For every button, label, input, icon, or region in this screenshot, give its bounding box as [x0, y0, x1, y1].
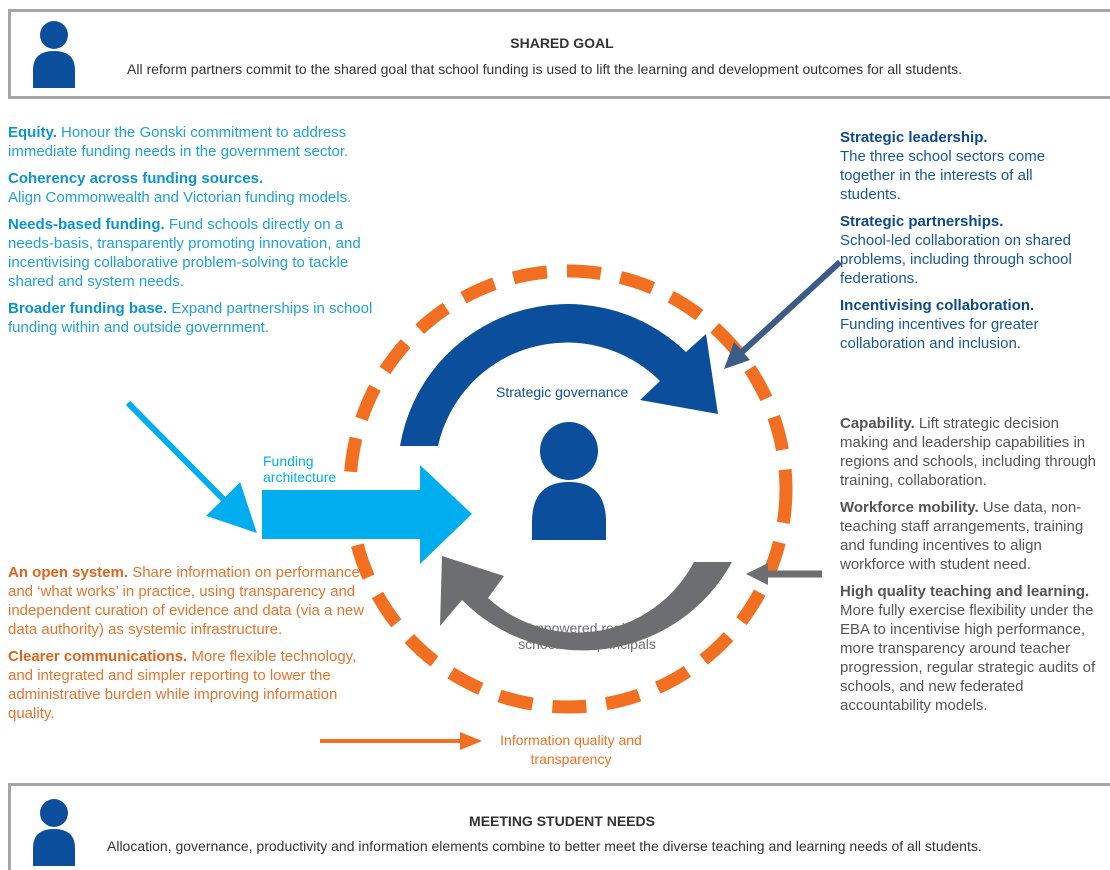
funding-item: Needs-based funding. Fund schools direct… — [8, 216, 361, 290]
shared-goal-box: SHARED GOAL All reform partners commit t… — [8, 9, 1110, 99]
governance-arc-arrow — [400, 304, 718, 446]
information-pointer-head — [460, 732, 482, 750]
funding-item: Coherency across funding sources.Align C… — [8, 170, 352, 206]
funding-text-block: Equity. Honour the Gonski commitment to … — [8, 123, 390, 345]
information-text-block: An open system. Share information on per… — [8, 563, 380, 731]
funding-pointer-arrow — [125, 400, 257, 534]
meeting-needs-text: Allocation, governance, productivity and… — [107, 838, 982, 854]
governance-item: Strategic partnerships.School-led collab… — [840, 213, 1072, 287]
workforce-item: High quality teaching and learning.More … — [840, 583, 1096, 714]
funding-block-arrow — [262, 465, 472, 564]
governance-text-block: Strategic leadership.The three school se… — [840, 128, 1085, 361]
governance-item: Strategic leadership.The three school se… — [840, 129, 1046, 203]
funding-item: Equity. Honour the Gonski commitment to … — [8, 124, 349, 160]
governance-item: Incentivising collaboration.Funding ince… — [840, 297, 1039, 352]
strategic-governance-label: Strategic governance — [496, 384, 629, 400]
information-item: Clearer communications. More flexible te… — [8, 648, 357, 722]
information-dashed-circle — [343, 264, 793, 714]
shared-goal-title: SHARED GOAL — [510, 35, 614, 51]
funding-architecture-label: Funding architecture — [263, 453, 337, 485]
information-item: An open system. Share information on per… — [8, 564, 365, 638]
information-quality-label: Information quality and transparency — [500, 732, 642, 767]
governance-pointer-head — [724, 342, 750, 369]
meeting-needs-title: MEETING STUDENT NEEDS — [469, 813, 655, 829]
empowered-arc-arrow — [440, 556, 732, 651]
workforce-item: Workforce mobility. Use data, non-teachi… — [840, 499, 1084, 573]
workforce-text-block: Capability. Lift strategic decision maki… — [840, 414, 1108, 723]
workforce-item: Capability. Lift strategic decision maki… — [840, 415, 1097, 489]
person-icon — [33, 21, 75, 88]
workforce-pointer-head — [746, 563, 768, 585]
person-icon — [33, 799, 75, 866]
funding-item: Broader funding base. Expand partnership… — [8, 300, 373, 336]
empowered-label: Empowered regions, schools and principal… — [518, 620, 656, 652]
governance-pointer-line — [739, 259, 843, 355]
meeting-student-needs-box: MEETING STUDENT NEEDS Allocation, govern… — [8, 783, 1110, 870]
shared-goal-text: All reform partners commit to the shared… — [127, 61, 963, 77]
student-person-icon — [532, 422, 606, 540]
